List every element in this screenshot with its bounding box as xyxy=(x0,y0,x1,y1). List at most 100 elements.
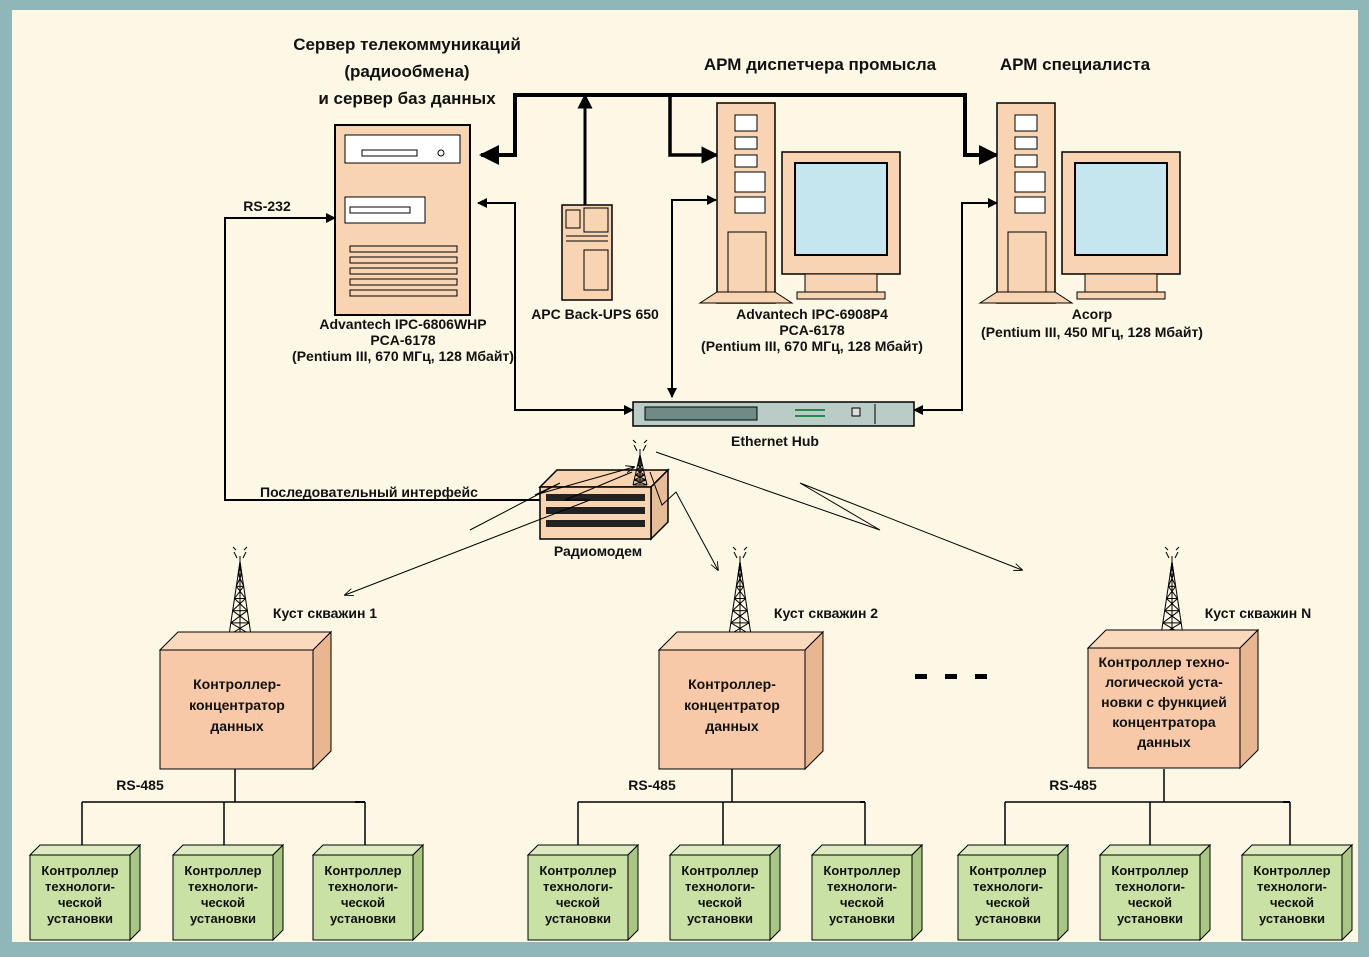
cluster-ellipsis xyxy=(915,674,987,679)
rs485-bus-2 xyxy=(578,769,865,803)
concentrator-n-line-3: новки с функцией xyxy=(1101,694,1227,710)
network-lines xyxy=(224,93,999,501)
tech-controller-label: установки xyxy=(687,911,753,926)
arm-dispatcher-heading: АРМ диспетчера промысла xyxy=(704,55,937,74)
concentrator-2-line-1: Контроллер- xyxy=(688,676,776,692)
tech-controller-label: установки xyxy=(47,911,113,926)
server-spec-line-3: (Pentium III, 670 МГц, 128 Мбайт) xyxy=(292,348,514,364)
radio-link-cluster-n xyxy=(655,451,1022,570)
tech-controller-label: Контроллер xyxy=(539,863,616,878)
tech-controller-label: установки xyxy=(190,911,256,926)
radio-link-cluster-1 xyxy=(345,471,633,595)
server-tower xyxy=(334,124,471,316)
concentrator-n-line-2: логической уста- xyxy=(1105,674,1223,690)
well-cluster-1-label: Куст скважин 1 xyxy=(273,605,377,621)
tech-controller-label: технологи- xyxy=(1115,879,1185,894)
tech-controller-label: установки xyxy=(545,911,611,926)
cluster-n-antenna-icon xyxy=(1160,546,1184,636)
ethernet-hub xyxy=(632,401,915,427)
tech-controller-label: установки xyxy=(330,911,396,926)
hub-label: Ethernet Hub xyxy=(731,433,819,449)
radio-links xyxy=(345,451,1022,595)
server-spec-line-1: Advantech IPC-6806WHP xyxy=(319,316,486,332)
concentrator-box-1 xyxy=(158,630,333,771)
well-cluster-n-label: Куст скважин N xyxy=(1205,605,1312,621)
server-heading-line-3: и сервер баз данных xyxy=(318,89,496,108)
tech-controller-label: ческой xyxy=(986,895,1030,910)
concentrator-box-2 xyxy=(657,630,825,771)
ups-device xyxy=(561,204,613,301)
tech-controller-label: установки xyxy=(829,911,895,926)
concentrator-n-line-4: концентратора xyxy=(1112,714,1216,730)
ups-label: APC Back-UPS 650 xyxy=(531,306,659,322)
rs485-label-1: RS-485 xyxy=(116,777,164,793)
tech-controller-label: технологи- xyxy=(543,879,613,894)
concentrator-n-line-5: данных xyxy=(1137,734,1191,750)
tech-controller-label: технологи- xyxy=(188,879,258,894)
tech-controller-label: Контроллер xyxy=(1111,863,1188,878)
concentrator-box-n xyxy=(1086,628,1260,770)
dispatcher-workstation xyxy=(698,102,901,304)
specialist-spec-line-1: Acorp xyxy=(1072,306,1112,322)
tech-controller-label: ческой xyxy=(1270,895,1314,910)
tech-controller-label: Контроллер xyxy=(1253,863,1330,878)
tech-controller-label: технологи- xyxy=(1257,879,1327,894)
concentrator-1-line-3: данных xyxy=(210,718,264,734)
concentrator-1-line-1: Контроллер- xyxy=(193,676,281,692)
tech-controller-label: Контроллер xyxy=(324,863,401,878)
modem-antenna-icon xyxy=(632,439,648,486)
rs485-label-n: RS-485 xyxy=(1049,777,1097,793)
tech-controller-label: технологи- xyxy=(973,879,1043,894)
serial-interface-label: Последовательный интерфейс xyxy=(260,484,478,500)
tech-controller-label: технологи- xyxy=(328,879,398,894)
well-cluster-2-label: Куст скважин 2 xyxy=(774,605,878,621)
tech-controllers: Контроллертехнологи-ческойустановкиКонтр… xyxy=(28,802,1354,942)
tech-controller-label: Контроллер xyxy=(41,863,118,878)
tech-controller-label: ческой xyxy=(201,895,245,910)
tech-controller-label: ческой xyxy=(556,895,600,910)
server-heading-line-1: Сервер телекоммуникаций xyxy=(293,35,521,54)
server-spec-line-2: PCA-6178 xyxy=(370,332,436,348)
radiomodem-label: Радиомодем xyxy=(554,543,642,559)
tech-controller-label: технологи- xyxy=(685,879,755,894)
radiomodem xyxy=(538,468,670,541)
tech-controller-label: ческой xyxy=(698,895,742,910)
concentrator-2-line-3: данных xyxy=(705,718,759,734)
rs485-label-2: RS-485 xyxy=(628,777,676,793)
concentrator-n-line-1: Контроллер техно- xyxy=(1099,654,1230,670)
tech-controller-label: ческой xyxy=(58,895,102,910)
tech-controller-label: ческой xyxy=(341,895,385,910)
tech-controller-label: Контроллер xyxy=(681,863,758,878)
tech-controller-label: технологи- xyxy=(45,879,115,894)
radio-link-modem xyxy=(469,467,634,531)
arm-specialist-heading: АРМ специалиста xyxy=(1000,55,1151,74)
dispatcher-spec-line-1: Advantech IPC-6908P4 xyxy=(736,306,888,322)
tech-controller-label: установки xyxy=(1117,911,1183,926)
specialist-workstation xyxy=(978,102,1181,304)
tech-controller-label: Контроллер xyxy=(969,863,1046,878)
tech-controller-label: ческой xyxy=(1128,895,1172,910)
tech-controller-label: установки xyxy=(975,911,1041,926)
server-heading-line-2: (радиообмена) xyxy=(344,62,469,81)
tech-controller-label: технологи- xyxy=(827,879,897,894)
rs485-bus-n xyxy=(1005,769,1290,803)
concentrator-2-line-2: концентратор xyxy=(684,697,780,713)
tech-controller-label: Контроллер xyxy=(823,863,900,878)
tech-controller-label: установки xyxy=(1259,911,1325,926)
radio-link-cluster-2 xyxy=(649,471,718,570)
rs232-label: RS-232 xyxy=(243,198,291,214)
dispatcher-spec-line-2: PCA-6178 xyxy=(779,322,845,338)
antennas xyxy=(228,439,1184,636)
tech-controller-label: ческой xyxy=(840,895,884,910)
tech-controller-label: Контроллер xyxy=(184,863,261,878)
